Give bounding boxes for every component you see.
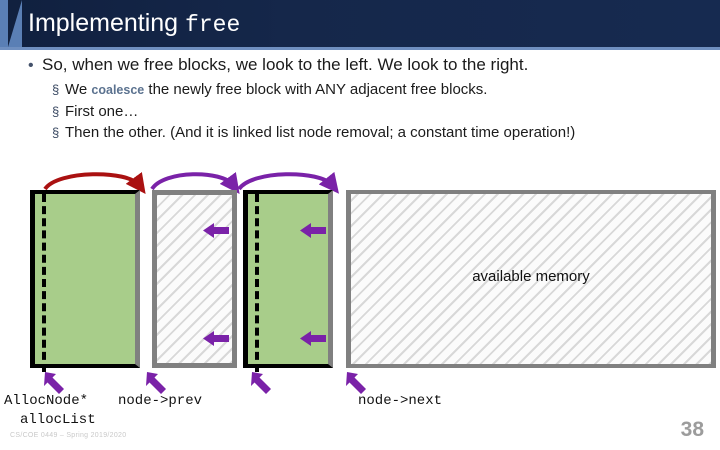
block-header-dashed-divider [255,194,259,372]
uparrow-node-mid [251,372,271,394]
label-alloclist-variable: allocList [20,412,96,428]
block-free-1 [152,190,237,368]
uparrow-alloclist [44,372,64,394]
bullet-level2-text: First one… [65,103,139,120]
bullet-level2-item-first: § First one… [52,102,720,121]
page-title-main: Implementing [28,9,179,37]
bullet-marker-icon: § [52,125,60,140]
page-title-keyword: free [185,12,241,38]
block-header-dashed-divider [42,194,46,372]
bullet-marker-icon: • [28,57,34,74]
pointer-arrow-free-1-lower [203,331,229,346]
coalesce-arcs-layer [43,171,340,195]
arc-red-coalesce-left [43,171,146,195]
pointer-arrow-allocated-2 [300,223,326,238]
arc-purple-coalesce-mid [150,171,240,195]
slide-title-bar: Implementing free [0,0,720,47]
arc-purple-coalesce-right [237,171,340,194]
uparrow-node-next [346,372,366,394]
bullet-level1-text: So, when we free blocks, we look to the … [42,55,529,74]
label-allocnode-type: AllocNode* [4,393,89,409]
block-free-2 [346,190,716,368]
uparrow-node-prev [146,372,166,394]
page-title: Implementing free [28,6,240,42]
memory-block-diagram: available memory [0,168,720,403]
pointer-arrow-alloc-2-lower [300,331,326,346]
bullet-level2-item-coalesce: § We coalesce the newly free block with A… [52,80,720,100]
bullet-level1-item: • So, when we free blocks, we look to the… [28,54,720,76]
label-node-next: node->next [358,393,443,409]
bullet-keyword-coalesce: coalesce [91,83,145,97]
footer-course-info: CS/COE 0449 – Spring 2019/2020 [10,432,127,439]
label-node-prev: node->prev [118,393,203,409]
slide-number: 38 [680,418,704,441]
title-accent-wedge [8,0,22,47]
title-underline [0,47,720,50]
bullet-list: • So, when we free blocks, we look to the… [0,54,720,144]
pointer-arrow-free-1 [203,223,229,238]
block-allocated-1 [30,190,140,372]
available-memory-label: available memory [472,268,590,285]
bullet-level2-text-post: the newly free block with ANY adjacent f… [144,81,488,98]
bullet-marker-icon: § [52,82,60,97]
bullet-level2-item-then: § Then the other. (And it is linked list … [52,123,720,142]
bullet-level2-text-pre: We [65,81,92,98]
bullet-level2-text: Then the other. (And it is linked list n… [65,124,576,141]
bullet-marker-icon: § [52,104,60,119]
